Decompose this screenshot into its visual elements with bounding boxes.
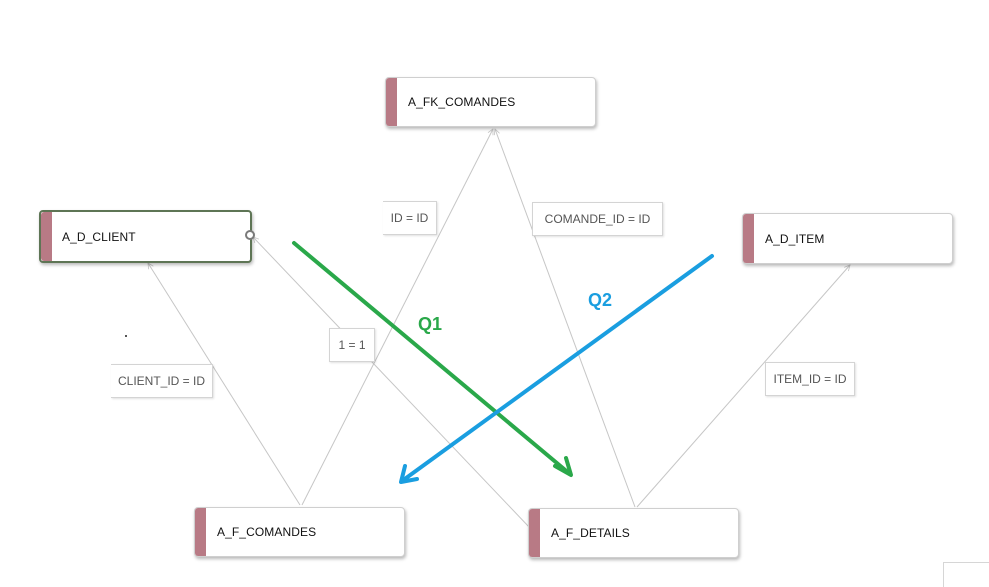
entity-a-d-client[interactable]: A_D_CLIENT (39, 210, 252, 263)
link-details-to-fk[interactable] (495, 129, 636, 508)
entity-accent-bar (386, 78, 397, 126)
canvas-corner-frame (943, 562, 989, 587)
join-label-comandes-fk[interactable]: ID = ID (383, 201, 437, 235)
stray-dot (125, 335, 127, 337)
q2-label: Q2 (588, 290, 613, 310)
q2-arrow (399, 254, 714, 484)
entity-accent-bar (743, 214, 754, 263)
join-label-details-item[interactable]: ITEM_ID = ID (765, 362, 855, 396)
join-label-details-fk[interactable]: COMANDE_ID = ID (532, 202, 663, 236)
entity-accent-bar (195, 508, 206, 556)
join-label-comandes-client[interactable]: CLIENT_ID = ID (111, 364, 213, 398)
entity-label: A_FK_COMANDES (408, 95, 516, 109)
link-comandes-to-client[interactable] (148, 263, 301, 506)
q1-arrow (292, 241, 573, 477)
entity-label: A_F_COMANDES (217, 525, 317, 539)
connection-handle[interactable] (245, 230, 255, 240)
link-details-to-item[interactable] (636, 265, 850, 508)
entity-a-fk-comandes[interactable]: A_FK_COMANDES (385, 77, 596, 127)
link-details-to-client[interactable] (253, 237, 531, 529)
q1-label: Q1 (418, 314, 443, 334)
entity-a-d-item[interactable]: A_D_ITEM (742, 213, 953, 264)
entity-label: A_D_CLIENT (62, 229, 136, 244)
entity-label: A_F_DETAILS (551, 526, 630, 540)
entity-label: A_D_ITEM (765, 231, 825, 246)
link-comandes-to-fk[interactable] (301, 129, 494, 506)
entity-accent-bar (529, 509, 540, 557)
join-label-client-details[interactable]: 1 = 1 (329, 328, 375, 362)
entity-accent-bar (41, 212, 52, 261)
entity-a-f-comandes[interactable]: A_F_COMANDES (194, 507, 405, 557)
entity-a-f-details[interactable]: A_F_DETAILS (528, 508, 739, 558)
